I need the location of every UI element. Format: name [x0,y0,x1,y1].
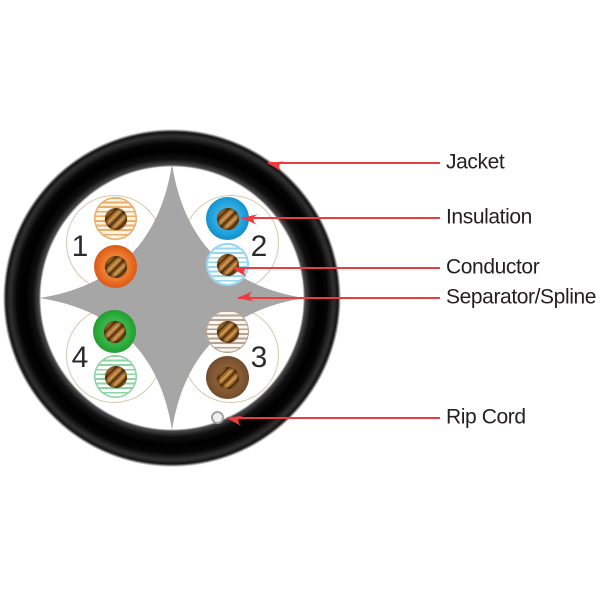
arrowhead-insulation-icon [241,214,259,225]
rip-cord [211,411,224,424]
leader-line-rip-cord [227,417,440,419]
label-insulation: Insulation [446,205,532,229]
conductor-brown [216,366,239,389]
conductor-green [103,320,126,343]
pair-number-1: 1 [71,230,89,263]
wire-orange [94,245,137,288]
conductor-white-orange [104,207,127,230]
leader-line-jacket [268,162,440,164]
pair-number-3: 3 [250,341,268,374]
conductor-white-brown [216,320,239,343]
spline-star-shape [39,164,305,430]
leader-line-separator [238,297,440,299]
arrowhead-separator-icon [237,290,255,302]
label-jacket: Jacket [446,150,505,174]
conductor-orange [104,255,127,278]
leader-line-conductor [233,267,440,269]
label-conductor: Conductor [446,255,540,279]
label-separator-spline: Separator/Spline [446,285,597,309]
conductor-blue [216,207,239,230]
conductor-white-blue [216,253,239,276]
wire-white-brown [206,310,249,353]
wire-white-blue [206,243,249,286]
wire-white-green [94,355,137,398]
separator-spline [39,164,305,430]
wire-blue [206,197,249,240]
wire-white-orange [94,197,137,240]
leader-line-insulation [242,217,440,219]
pair-number-2: 2 [250,230,268,263]
conductor-white-green [104,365,127,388]
wire-green [93,310,136,353]
arrowhead-conductor-icon [232,266,250,278]
arrowhead-rip-cord-icon [226,415,244,427]
wire-brown [206,356,249,399]
label-rip-cord: Rip Cord [446,405,526,429]
pair-number-4: 4 [71,341,89,374]
arrowhead-jacket-icon [267,161,285,172]
